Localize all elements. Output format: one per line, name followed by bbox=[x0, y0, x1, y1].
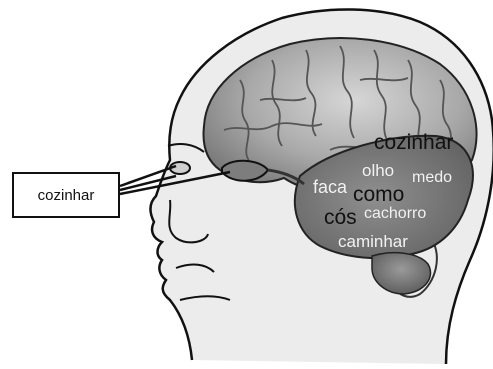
word-medo: medo bbox=[412, 170, 452, 186]
word-label-box: cozinhar bbox=[12, 172, 120, 218]
word-cozinhar: cozinhar bbox=[374, 132, 453, 153]
word-label-text: cozinhar bbox=[38, 187, 95, 204]
word-faca: faca bbox=[313, 178, 347, 196]
word-caminhar: caminhar bbox=[338, 233, 408, 250]
word-como: como bbox=[353, 184, 404, 205]
word-olho: olho bbox=[362, 162, 394, 179]
word-cachorro: cachorro bbox=[364, 206, 426, 222]
word-cos: cós bbox=[324, 207, 357, 228]
